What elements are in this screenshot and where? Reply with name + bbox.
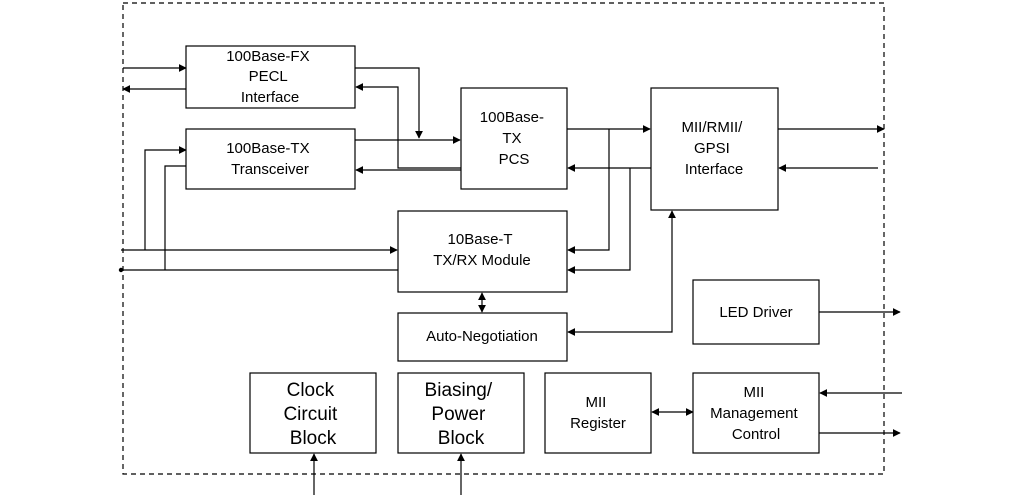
block-label-line: 100Base-FX (226, 48, 309, 65)
svg-text:100Base-TX Transceiver: 100Base-TX Transceiver (226, 140, 314, 178)
svg-text:Auto-Negotiation: Auto-Negotiation (426, 328, 538, 345)
svg-text:LED Driver: LED Driver (719, 304, 792, 321)
block-biasing-power: Biasing/ Power Block (397, 372, 525, 454)
svg-text:100Base-FX PECL In: 100Base-FX PECL Interface (226, 48, 314, 106)
block-mii-management-control: MII Management Control (692, 372, 820, 454)
wire-autoneg-mii (567, 210, 676, 336)
svg-text:Clock Circuit Bloc: Clock Circuit Block (283, 380, 342, 449)
block-label-line: 100Base-TX (226, 140, 309, 157)
wire-transceiver-to-ext (164, 165, 186, 270)
svg-text:10Base-T TX/RX Module: 10Base-T TX/RX Module (433, 231, 531, 269)
wire-fx-to-pcs (355, 67, 423, 139)
block-10base-t-txrx-module: 10Base-T TX/RX Module (397, 210, 568, 293)
block-label-line: PECL (249, 68, 288, 85)
block-label-line: Management (710, 405, 798, 422)
block-label-line: TX (502, 130, 521, 147)
block-label-line: PCS (499, 151, 530, 168)
block-label-line: Control (732, 426, 780, 443)
block-100base-fx-pecl: 100Base-FX PECL Interface (185, 45, 356, 109)
block-label-line: LED Driver (719, 304, 792, 321)
block-clock-circuit: Clock Circuit Block (249, 372, 377, 454)
svg-text:100Base- TX PCS: 100Base- TX PCS (480, 109, 548, 168)
block-label-line: TX/RX Module (433, 252, 531, 269)
wire-mii-to-10baset (567, 129, 610, 254)
block-label-line: Block (438, 428, 485, 449)
svg-text:MII/RMII/ GPSI Int: MII/RMII/ GPSI Interface (682, 119, 747, 178)
block-100base-tx-pcs: 100Base- TX PCS (460, 87, 568, 190)
block-label-line: Clock (287, 380, 335, 401)
wire-pcs-to-fx (355, 83, 461, 169)
block-label-line: Transceiver (231, 161, 309, 178)
block-mii-register: MII Register (544, 372, 652, 454)
block-label-line: 100Base- (480, 109, 544, 126)
block-led-driver: LED Driver (692, 279, 820, 345)
block-label-line: GPSI (694, 140, 730, 157)
block-label-line: Power (431, 404, 486, 425)
block-label-line: 10Base-T (448, 231, 513, 248)
signal-wires (118, 64, 902, 495)
wire-mii-to-10baset-2 (567, 168, 631, 274)
block-label-line: MII (743, 384, 764, 401)
wire-end-dot (118, 267, 124, 273)
block-label-line: Biasing/ (425, 380, 493, 401)
block-label-line: Register (570, 415, 626, 432)
block-100base-tx-transceiver: 100Base-TX Transceiver (185, 128, 356, 190)
block-label-line: Block (290, 428, 337, 449)
block-label-line: MII/RMII/ (682, 119, 744, 136)
wire-ext-to-transceiver (144, 146, 187, 250)
block-auto-negotiation: Auto-Negotiation (397, 312, 568, 362)
block-mii-rmii-gpsi-interface: MII/RMII/ GPSI Interface (650, 87, 779, 211)
svg-text:MII Register: MII Register (570, 394, 626, 432)
block-label-line: Interface (241, 89, 299, 106)
block-label-line: Circuit (283, 404, 338, 425)
block-label-line: MII (585, 394, 606, 411)
chip-boundary (122, 2, 885, 475)
svg-text:MII Management Con: MII Management Control (710, 384, 802, 443)
block-label-line: Interface (685, 161, 743, 178)
svg-text:Biasing/ Power Blo: Biasing/ Power Block (425, 380, 498, 449)
block-label-line: Auto-Negotiation (426, 328, 538, 345)
